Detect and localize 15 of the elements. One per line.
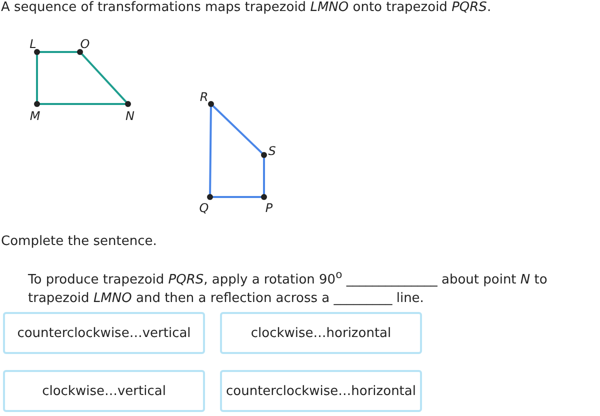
- vertex-label: Q: [199, 202, 209, 214]
- vertex-label: N: [126, 110, 134, 122]
- answer-button: clockwise…vertical: [3, 370, 205, 412]
- vertex-label: M: [30, 110, 40, 122]
- answer-button: clockwise…horizontal: [220, 312, 422, 354]
- question-sentence: To produce trapezoid PQRS, apply a rotation 90$^{o}$ ______________ about point N to trapezoid LMNO and then a reflection across a _________ line.: [28, 267, 548, 308]
- vertex-label: P: [265, 202, 273, 214]
- vertex-label: S: [268, 145, 276, 157]
- instruction-text: Complete the sentence.: [1, 234, 157, 249]
- answer-button: counterclockwise…vertical: [3, 312, 205, 354]
- vertex-label: R: [200, 91, 208, 103]
- vertex-label: O: [80, 38, 90, 50]
- vertex-label: L: [30, 38, 36, 50]
- answer-button: counterclockwise…horizontal: [220, 370, 422, 412]
- instruction-text: A sequence of transformations maps trapezoid LMNO onto trapezoid PQRS.: [1, 0, 492, 15]
